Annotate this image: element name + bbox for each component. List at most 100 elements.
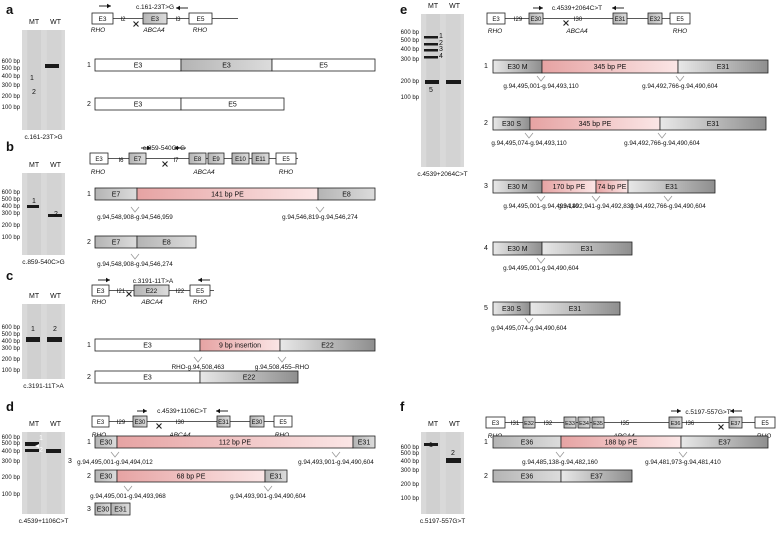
gene-exon-f — [591, 416, 605, 429]
exon-box-label: E3 — [143, 375, 152, 382]
gene-exon-f — [668, 416, 683, 429]
mutation-mark-d — [156, 423, 162, 429]
intron-label: I30 — [176, 420, 185, 426]
exon-box-label: E22 — [243, 375, 256, 382]
ladder-label: 500 bp — [2, 197, 21, 203]
exon-box-label: E7 — [112, 240, 121, 247]
transcript-num: 2 — [87, 101, 91, 108]
gene-exon-e-label: E32 — [650, 17, 661, 23]
gel-wt-label: WT — [449, 3, 461, 10]
lane-number: 1 — [39, 435, 43, 442]
gene-exon-e — [528, 12, 544, 25]
ladder-label: 200 bp — [2, 357, 21, 363]
transcript-num: 3 — [87, 506, 91, 513]
rho-label: RHO — [92, 432, 106, 439]
exon-box-label: E31 — [569, 306, 582, 313]
gene-exon-f-label: E32 — [524, 421, 534, 427]
exon-box — [529, 301, 621, 316]
transcript-num: 1 — [87, 62, 91, 69]
pe-box-label: 345 bp PE — [594, 64, 627, 71]
exon-box-label: E8 — [342, 192, 351, 199]
gel-band — [45, 64, 59, 68]
primer-rev-b-head — [174, 145, 178, 151]
gene-exon-f — [563, 416, 577, 429]
mutation-label-e: c.4539+2064C>T — [552, 5, 602, 12]
mutation-label-c: c.3191-11T>A — [133, 278, 174, 285]
pe-box-label: 141 bp PE — [211, 192, 244, 199]
gel-band — [26, 337, 40, 342]
mutation-mark-b — [162, 161, 168, 167]
gel-band — [27, 205, 39, 208]
transcript-num: 5 — [484, 305, 488, 312]
gel-caption: c.859-540C>G — [22, 259, 64, 266]
coordinate-label: g.94,485,138-g.94,482,160 — [522, 459, 598, 466]
coordinate-label: g.94,493,901-g.94,490,604 — [230, 493, 306, 500]
ladder-label: 100 bp — [401, 95, 420, 101]
gene-exon-e-label: E30 — [531, 17, 542, 23]
coordinate-label-tick — [536, 195, 546, 202]
gel-band — [424, 36, 438, 39]
primer-fwd-c-head — [106, 277, 110, 283]
exon-box — [680, 435, 769, 449]
gene-exon-d — [249, 415, 265, 428]
gel-band — [47, 337, 62, 342]
gene-exon-b — [275, 152, 297, 165]
ladder-label: 500 bp — [2, 66, 21, 72]
coordinate-label: g.94,548,908-g.94,546,274 — [97, 261, 173, 268]
exon-box — [659, 116, 767, 131]
lane-number: 1 — [439, 33, 443, 40]
abca4-label: ABCA4 — [168, 432, 191, 439]
transcript-num: 1 — [87, 191, 91, 198]
intron-label: I35 — [621, 421, 630, 427]
gel-band — [424, 43, 438, 46]
gene-exon-f-label: E33 — [565, 421, 575, 427]
primer-fwd-a-head — [107, 3, 111, 9]
gel-mt-label: MT — [29, 162, 40, 169]
exon-box-label: E8 — [162, 240, 171, 247]
gene-exon-b — [128, 152, 147, 165]
gene-exon-a-2-label: E3 — [151, 16, 159, 23]
rho-label: RHO — [193, 27, 207, 34]
rho-label: RHO — [91, 169, 105, 176]
gel-band — [424, 443, 438, 446]
gene-exon-f — [485, 416, 506, 429]
coordinate-label-tick — [193, 356, 203, 363]
ladder-label: 100 bp — [2, 492, 21, 498]
gene-exon-a-3-label: E5 — [197, 16, 205, 23]
exon-box — [279, 338, 376, 352]
gene-exon-d — [132, 415, 148, 428]
transcript-num: 2 — [87, 239, 91, 246]
gene-exon-b-label: E8 — [194, 157, 202, 163]
panel-f-letter: f — [400, 399, 405, 414]
gene-exon-f-label: E36 — [671, 421, 681, 427]
exon-box-label: E31 — [581, 246, 594, 253]
gel-band — [424, 56, 438, 59]
coordinate-label-tick — [657, 132, 667, 139]
exon-box-label: E7 — [112, 192, 121, 199]
gene-exon-d-label: E30 — [135, 420, 146, 426]
pe-box-label: 9 bp insertion — [219, 343, 261, 350]
primer-rev-c-head — [198, 277, 202, 283]
gel-band — [446, 80, 461, 84]
gel-band — [425, 80, 439, 84]
intron-label: I31 — [511, 421, 520, 427]
rho-label: RHO — [91, 27, 105, 34]
mutation-label-a: c.161-23T>G — [136, 4, 174, 11]
ladder-label: 200 bp — [2, 94, 21, 100]
exon-box-label: E30 M — [507, 184, 527, 191]
coordinate-label-tick — [524, 132, 534, 139]
exon-box-label: E31 — [717, 64, 730, 71]
gene-exon-b — [251, 152, 270, 165]
gene-exon-b — [89, 152, 109, 165]
transcript-num: 1 — [484, 439, 488, 446]
gene-exon-b — [231, 152, 250, 165]
primer-rev-f-head — [730, 408, 734, 414]
exon-box-label: E30 — [100, 440, 113, 447]
lane-number: 2 — [39, 447, 43, 454]
lane-number: 5 — [429, 87, 433, 94]
rho-label: RHO — [275, 432, 289, 439]
transcript-num: 2 — [484, 120, 488, 127]
gene-exon-b-label: E7 — [134, 157, 142, 163]
lane-number: 1 — [30, 75, 34, 82]
intron-label: I3 — [175, 17, 181, 23]
